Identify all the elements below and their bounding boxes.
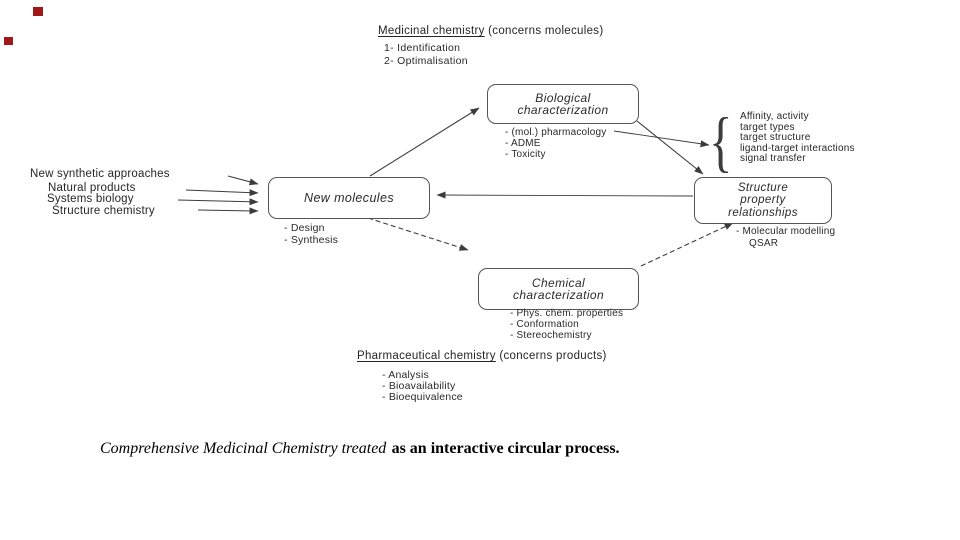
box-structure-property-relationships: Structure property relationships (694, 177, 832, 224)
pharmaceutical-bullets: - Analysis - Bioavailability - Bioequiva… (382, 370, 463, 403)
medicinal-chemistry-title: Medicinal chemistry (378, 25, 485, 37)
bullet-mol-pharmacology: - (mol.) pharmacology (505, 127, 607, 138)
bullet-design: - Design (284, 222, 325, 234)
target-types: target types (740, 121, 795, 133)
input-new-synthetic-approaches: New synthetic approaches (30, 168, 170, 180)
input-structure-chemistry: Structure chemistry (52, 205, 155, 217)
target-ligand-interactions: ligand-target interactions (740, 142, 855, 154)
arrow-chemical-to-structure-dashed (640, 222, 734, 267)
box-new-molecules: New molecules (268, 177, 430, 219)
target-properties-list: Affinity, activity target types target s… (740, 111, 855, 165)
arrow-pharmacology-to-targets (613, 130, 710, 148)
step-optimalisation: 2- Optimalisation (384, 55, 468, 67)
input-systems-biology: Systems biology (47, 193, 134, 205)
biological-bullets: - (mol.) pharmacology - ADME - Toxicity (505, 127, 606, 160)
box-structure-label: Structure property relationships (728, 181, 798, 219)
structure-bullet-molecular-modelling: - Molecular modelling (736, 226, 836, 237)
target-structure: target structure (740, 132, 811, 144)
new-molecules-bullets: - Design - Synthesis (284, 222, 338, 246)
bullet-phys-chem-properties: - Phys. chem. properties (510, 308, 624, 319)
target-affinity-activity: Affinity, activity (740, 111, 809, 122)
pharmaceutical-chemistry-title: Pharmaceutical chemistry (357, 350, 496, 362)
arrow-input-structure-chemistry (197, 207, 259, 215)
bullet-toxicity: - Toxicity (505, 149, 546, 160)
medicinal-chemistry-steps: 1- Identification 2- Optimalisation (384, 42, 468, 68)
bullet-bioavailability: - Bioavailability (382, 380, 456, 392)
bullet-bioequivalence: - Bioequivalence (382, 391, 463, 403)
box-chemical-characterization: Chemical characterization (478, 268, 639, 310)
arrow-new-molecules-to-biological (369, 107, 480, 177)
box-new-molecules-label: New molecules (304, 190, 394, 205)
pharmaceutical-chemistry-suffix: (concerns products) (495, 350, 607, 362)
chemical-bullets: - Phys. chem. properties - Conformation … (510, 308, 623, 341)
bullet-synthesis: - Synthesis (284, 234, 339, 246)
figure-caption: Comprehensive Medicinal Chemistry treate… (100, 440, 620, 458)
curly-brace-icon: { (709, 103, 733, 179)
arrow-structure-to-new-molecules (436, 191, 694, 199)
medicinal-chemistry-heading: Medicinal chemistry (concerns molecules) (378, 25, 603, 37)
bullet-adme: - ADME (505, 138, 541, 149)
medicinal-chemistry-suffix: (concerns molecules) (484, 25, 604, 37)
structure-bullet-qsar: QSAR (749, 238, 779, 249)
bullet-stereochemistry: - Stereochemistry (510, 330, 592, 341)
pharmaceutical-chemistry-heading: Pharmaceutical chemistry (concerns produ… (357, 350, 607, 362)
arrow-input-new-synthetic (227, 175, 259, 186)
slide-accent-square-2 (4, 37, 13, 45)
slide-accent-square-1 (33, 7, 43, 16)
box-biological-characterization: Biological characterization (487, 84, 639, 124)
arrow-new-molecules-to-chemical-dashed (367, 217, 469, 251)
step-identification: 1- Identification (384, 42, 461, 54)
caption-bold-part: as an interactive circular process. (391, 440, 620, 457)
caption-italic-part: Comprehensive Medicinal Chemistry treate… (100, 440, 387, 457)
bullet-analysis: - Analysis (382, 369, 429, 381)
arrow-biological-to-structure (636, 120, 704, 175)
input-natural-products: Natural products (48, 182, 136, 194)
box-chemical-label: Chemical characterization (512, 275, 605, 302)
arrow-input-systems-biology (177, 198, 259, 206)
bullet-conformation: - Conformation (510, 319, 579, 330)
target-signal-transfer: signal transfer (740, 153, 806, 165)
arrow-input-natural-products (185, 189, 259, 197)
box-biological-label: Biological characterization (517, 90, 609, 117)
